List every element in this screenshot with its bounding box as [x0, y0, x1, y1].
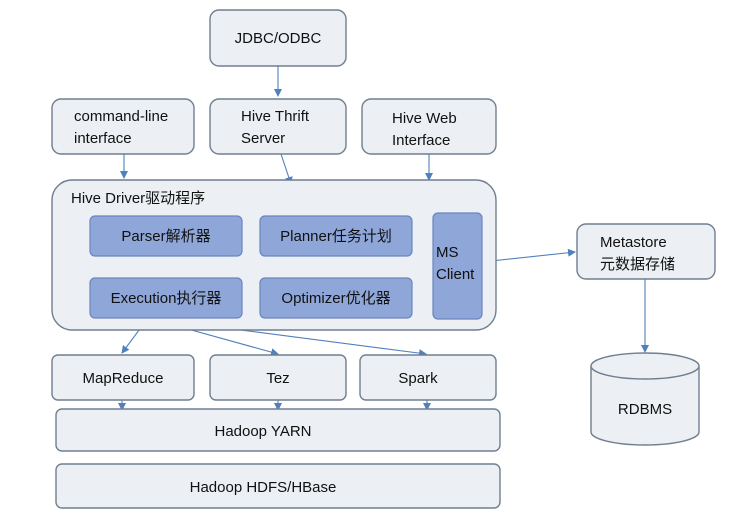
metastore-node: Metastore 元数据存储	[576, 223, 716, 280]
cli-label-line1: command-line	[74, 108, 168, 125]
hadoop-yarn-node: Hadoop YARN	[55, 408, 501, 452]
parser-label: Parser解析器	[121, 228, 210, 245]
hadoop-hdfs-hbase-node: Hadoop HDFS/HBase	[55, 463, 501, 509]
tez-node: Tez	[209, 354, 347, 401]
rdbms-label: RDBMS	[618, 401, 672, 418]
execution-label: Execution执行器	[111, 290, 222, 307]
spark-node: Spark	[359, 354, 497, 401]
cli-label-line2: interface	[74, 130, 132, 147]
metastore-label-line2: 元数据存储	[600, 256, 675, 273]
thrift-label-line1: Hive Thrift	[241, 108, 310, 125]
jdbc-odbc-node: JDBC/ODBC	[209, 9, 347, 67]
parser-node: Parser解析器	[89, 215, 243, 257]
arrow-thrift-to-driver	[280, 153, 293, 185]
arrow-msclient-to-metastore	[481, 248, 576, 263]
hive-web-interface-node: Hive Web Interface	[361, 98, 497, 155]
mapreduce-node: MapReduce	[51, 354, 195, 401]
hive-driver-label: Hive Driver驱动程序	[71, 190, 205, 207]
hadoop-hdfs-hbase-label: Hadoop HDFS/HBase	[190, 479, 337, 496]
web-label-line2: Interface	[392, 132, 450, 149]
planner-node: Planner任务计划	[259, 215, 413, 257]
optimizer-label: Optimizer优化器	[281, 290, 390, 307]
web-label-line1: Hive Web	[392, 110, 457, 127]
jdbc-odbc-label: JDBC/ODBC	[235, 30, 322, 47]
ms-client-node: MS Client	[432, 212, 483, 320]
planner-label: Planner任务计划	[280, 228, 392, 245]
spark-label: Spark	[398, 370, 438, 387]
rdbms-database-icon: RDBMS	[590, 352, 700, 446]
tez-label: Tez	[266, 370, 289, 387]
mapreduce-label: MapReduce	[83, 370, 164, 387]
execution-node: Execution执行器	[89, 277, 243, 319]
metastore-label-line1: Metastore	[600, 234, 667, 251]
thrift-label-line2: Server	[241, 130, 285, 147]
optimizer-node: Optimizer优化器	[259, 277, 413, 319]
command-line-interface-node: command-line interface	[51, 98, 195, 155]
ms-client-label-line1: MS	[436, 244, 459, 261]
hadoop-yarn-label: Hadoop YARN	[214, 423, 311, 440]
hive-thrift-server-node: Hive Thrift Server	[209, 98, 347, 155]
ms-client-label-line2: Client	[436, 266, 475, 283]
